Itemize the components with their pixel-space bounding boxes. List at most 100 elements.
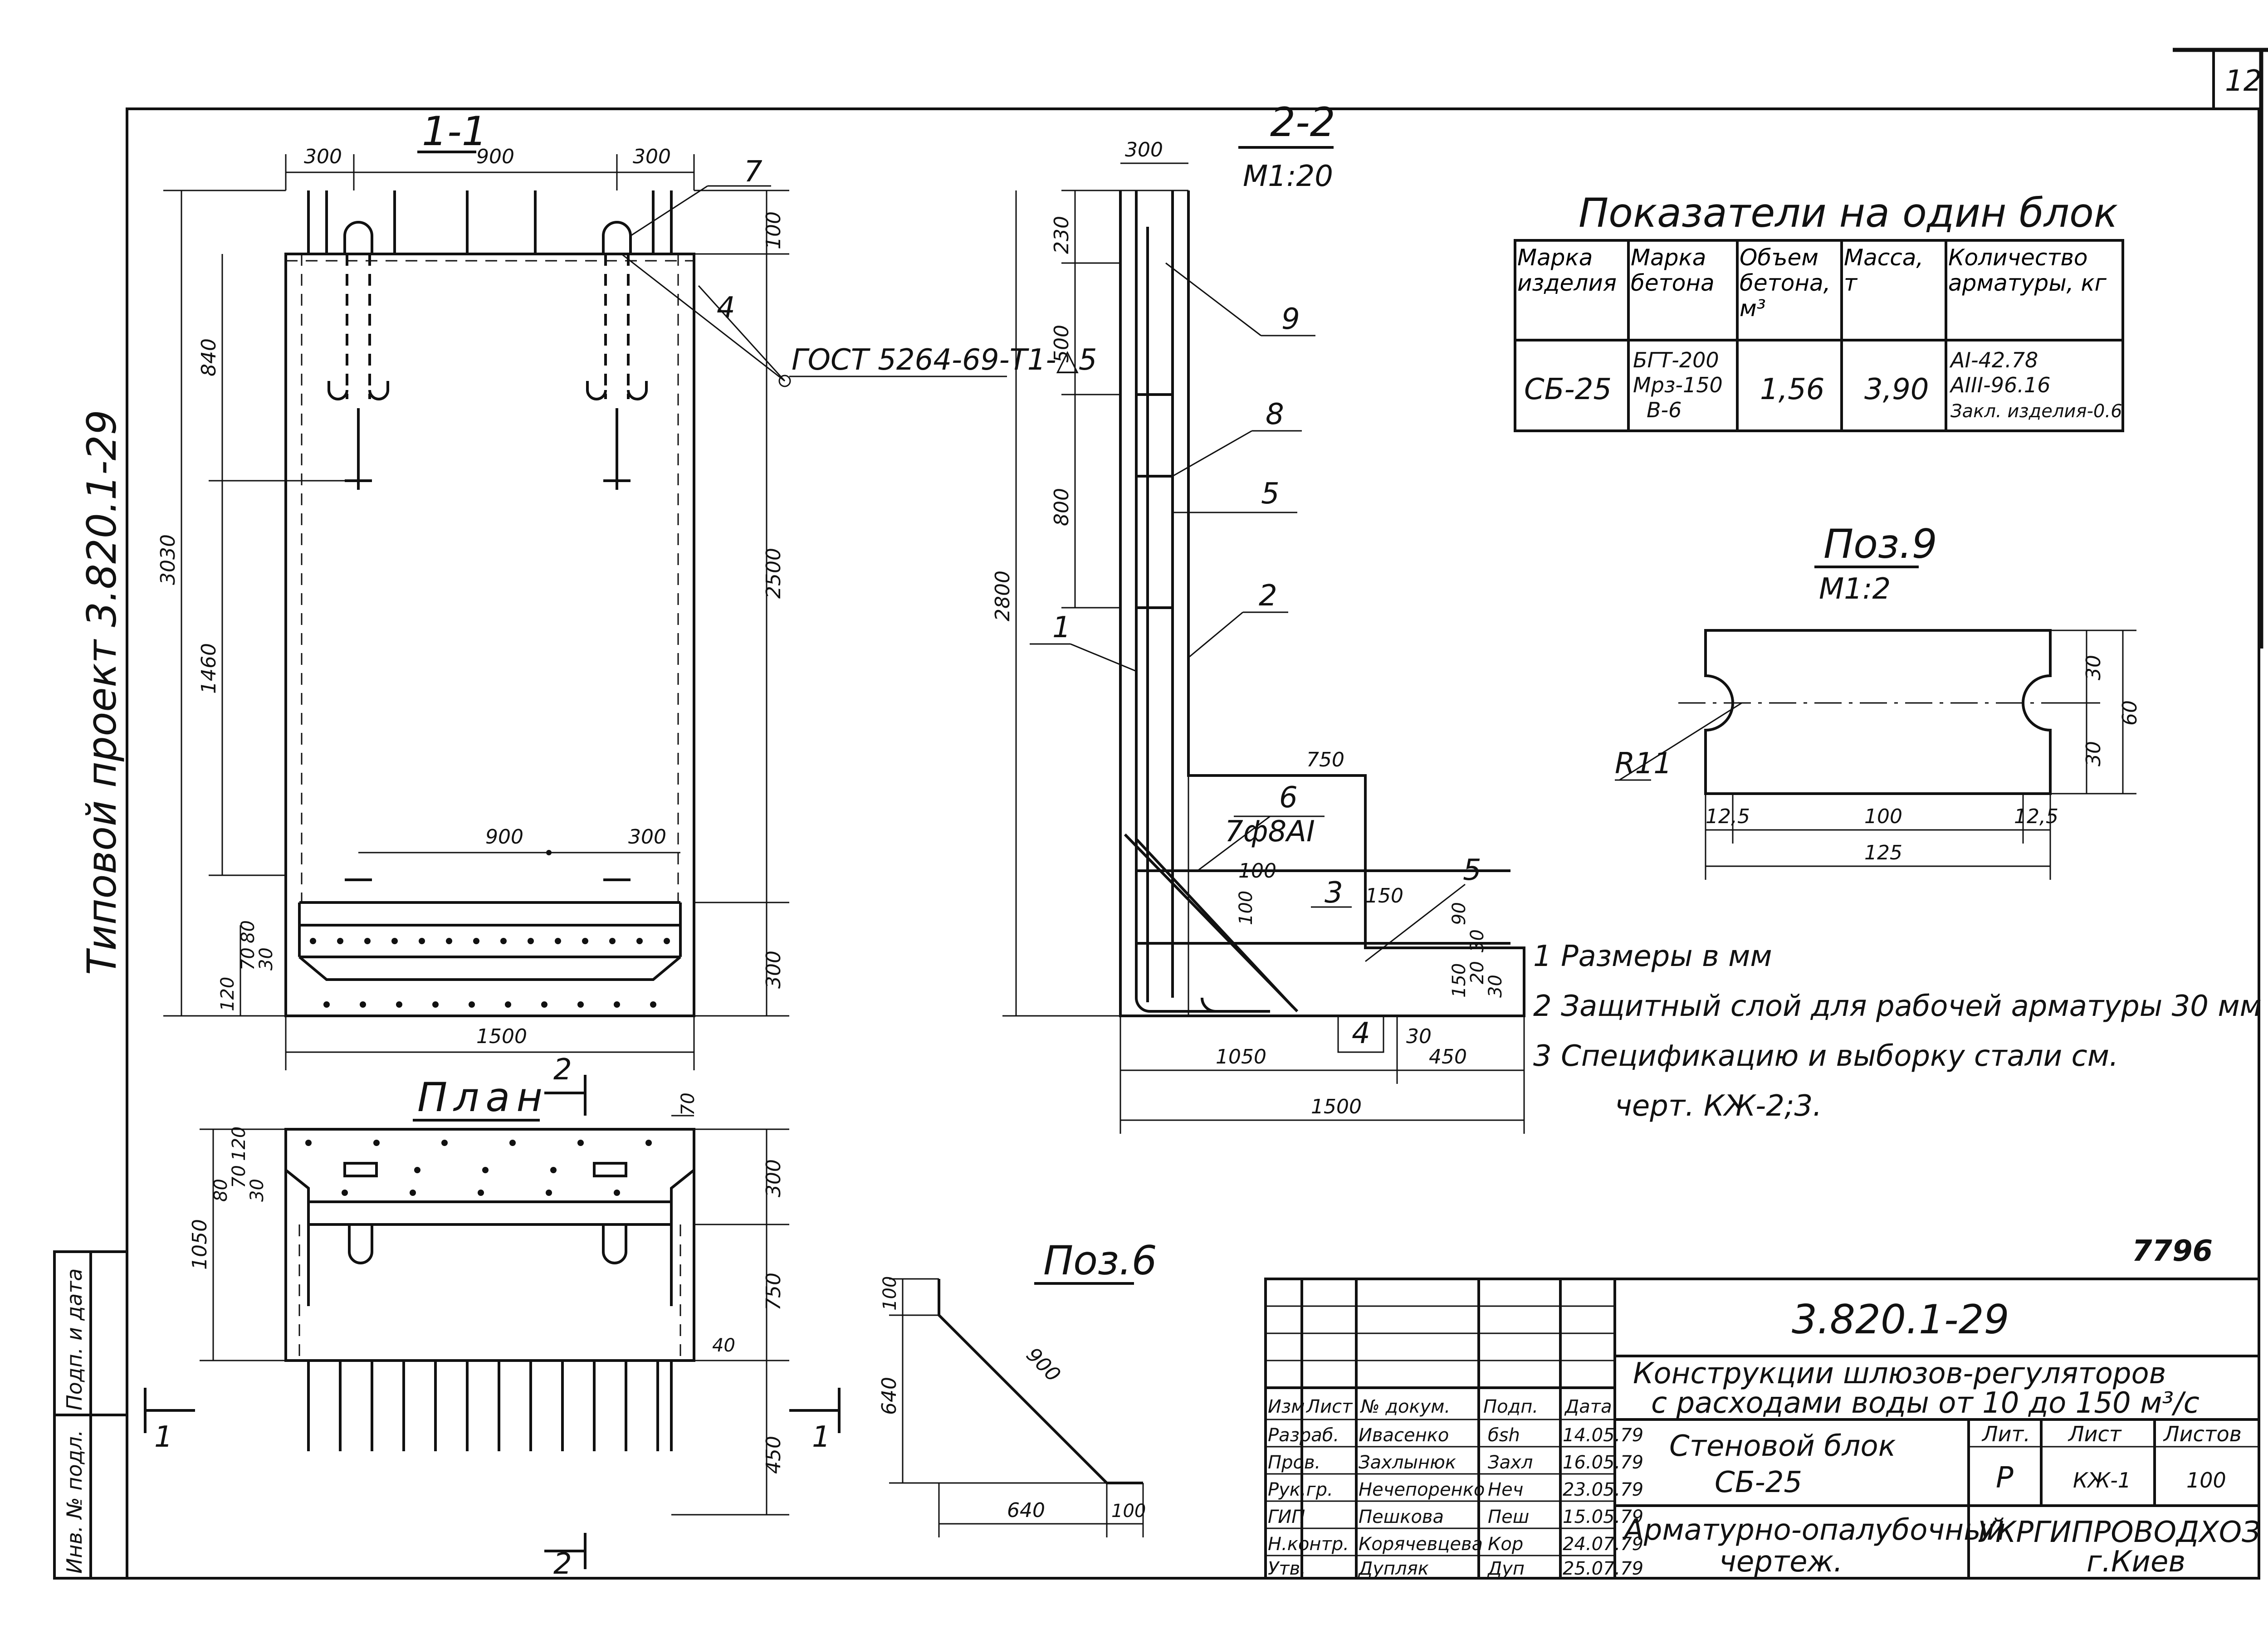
- tb-role-5: Утв.: [1268, 1558, 1306, 1579]
- dim-2-2-left-0: 230: [1050, 216, 1073, 254]
- dim-1-1-left-1: 1460: [197, 643, 220, 694]
- tb-city: г.Киев: [2087, 1545, 2185, 1579]
- dim-1-1-bl-0: 120: [217, 977, 238, 1011]
- callout-9: 9: [1281, 302, 1300, 336]
- tb-date-4: 24.07.79: [1563, 1534, 1643, 1555]
- indicators-title: Показатели на один блок: [1579, 190, 2118, 236]
- tb-sheet-header: Лист: [2068, 1422, 2122, 1446]
- tb-name-4: Корячевцева: [1359, 1534, 1483, 1555]
- row-concrete-1: Мрз-150: [1633, 373, 1723, 397]
- plan-dim-left-3: 30: [247, 1179, 268, 1202]
- dim-2-2-30c: 30: [1406, 1025, 1432, 1048]
- sheet-number: 12: [2225, 64, 2262, 98]
- callout-5b: 5: [1463, 854, 1481, 887]
- pos9-dim-bottom-2: 12,5: [2014, 805, 2058, 828]
- tb-role-4: Н.контр.: [1268, 1534, 1349, 1555]
- pos6-title: Поз.6: [1043, 1237, 1157, 1284]
- note-2: 2 Защитный слой для рабочей арматуры 30 …: [1533, 990, 2262, 1023]
- dim-1-1-top-1: 900: [476, 145, 514, 168]
- row-rebar-2: Закл. изделия-0.6: [1950, 401, 2122, 422]
- dim-1-1-bl-3: 30: [256, 947, 277, 971]
- tb-col-list: Лист: [1305, 1396, 1353, 1417]
- plan-dim-left-2: 80: [210, 1179, 231, 1202]
- side-sign-date-label: Подп. и дата: [62, 1268, 87, 1410]
- header-mark: Марка изделия: [1517, 245, 1617, 296]
- tb-sheets-header: Листов: [2163, 1422, 2242, 1446]
- plan-dim-left-1: 70: [229, 1165, 249, 1188]
- dim-2-2-30a: 30: [1467, 929, 1488, 952]
- header-mass: Масса, т: [1844, 245, 1924, 296]
- tb-date-5: 25.07.79: [1563, 1558, 1643, 1579]
- pos9-dim-right-0: 30: [2082, 655, 2105, 680]
- dim-1-1-top-2: 300: [633, 145, 671, 168]
- dim-2-2-100b: 100: [1236, 891, 1256, 925]
- pos6-dim-1: 640: [878, 1377, 901, 1415]
- callout-2: 2: [1259, 579, 1277, 613]
- plan-section-mark-left: 1: [154, 1420, 173, 1454]
- callout-1: 1: [1052, 611, 1071, 644]
- pos6-dim-2: 900: [1022, 1343, 1065, 1386]
- note-3: 3 Спецификацию и выборку стали см.: [1533, 1039, 2118, 1073]
- dim-1-1-inner-0: 900: [485, 825, 523, 849]
- dim-2-2-20: 20: [1467, 961, 1488, 984]
- tb-role-1: Пров.: [1268, 1452, 1320, 1473]
- dim-2-2-150a: 150: [1365, 884, 1403, 907]
- tb-drawing: Арматурно-опалубочный: [1622, 1513, 2005, 1547]
- bottom-rebar-dots: [310, 938, 670, 1008]
- tb-sign-1: Захл: [1488, 1452, 1533, 1473]
- callout-6: 6: [1279, 781, 1298, 815]
- pos6-dim-4: 100: [1111, 1501, 1146, 1522]
- row-rebar-0: АI-42.78: [1949, 348, 2038, 372]
- tb-col-izm: Изм: [1268, 1396, 1305, 1417]
- callout-5a: 5: [1261, 477, 1280, 511]
- tb-col-doc: № докум.: [1360, 1396, 1450, 1417]
- header-volume: Объем бетона, м³: [1740, 245, 1831, 322]
- tb-sign-5: Дуп: [1487, 1558, 1525, 1579]
- row-mark: СБ-25: [1524, 373, 1612, 406]
- section-2-2-scale: М1:20: [1243, 160, 1333, 193]
- tb-project: Конструкции шлюзов-регуляторов: [1633, 1357, 2166, 1390]
- lifting-loops: [327, 221, 648, 490]
- dim-1-1-bl-2: 80: [238, 920, 259, 943]
- tb-sign-2: Неч: [1488, 1479, 1523, 1500]
- dim-2-2-750: 750: [1306, 748, 1344, 771]
- tb-name-1: Захлынюк: [1359, 1452, 1456, 1473]
- plan-dim-right-0: 300: [762, 1159, 785, 1197]
- weld-note: ГОСТ 5264-69-Т1-△5: [792, 343, 1097, 377]
- notes: 1 Размеры в мм 2 Защитный слой для рабоч…: [1533, 940, 2262, 1123]
- dim-2-2-150b: 150: [1449, 963, 1470, 998]
- callout-8: 8: [1266, 398, 1284, 431]
- pos9-title: Поз.9: [1823, 521, 1937, 567]
- dim-1-1-right-0: 100: [762, 211, 785, 249]
- plan-dim-right-2: 40: [712, 1335, 735, 1356]
- pos9-detail: Поз.9 М1:2 R11 30 30 60 12,5 100 12,5 12…: [1615, 521, 2141, 880]
- tb-role-3: ГИП: [1268, 1507, 1305, 1527]
- plan-view: План 2: [144, 1053, 841, 1581]
- tb-project-2: с расходами воды от 10 до 150 м³/с: [1651, 1386, 2200, 1420]
- plan-dim-right-1: 750: [762, 1273, 785, 1311]
- callout-4: 4: [717, 291, 735, 325]
- pos9-dim-right-2: 60: [2118, 700, 2141, 726]
- pos6-dim-0: 100: [880, 1276, 900, 1311]
- callout-3: 3: [1325, 876, 1343, 910]
- plan-dim-left-0: 120: [229, 1127, 249, 1161]
- tb-stage-header: Лит.: [1981, 1422, 2030, 1446]
- tb-stage: Р: [1996, 1461, 2014, 1495]
- dim-1-1-right-1: 2500: [762, 548, 785, 599]
- section-1-1: 1-1: [156, 108, 1097, 1070]
- plan-dots: [305, 1140, 652, 1196]
- pos9-dim-bottom-0: 12,5: [1706, 805, 1750, 828]
- tb-sheets: 100: [2186, 1468, 2226, 1493]
- dim-2-2-30b: 30: [1485, 975, 1506, 998]
- tb-item-code: СБ-25: [1715, 1466, 1802, 1499]
- tb-date-3: 15.05.79: [1563, 1507, 1643, 1527]
- dim-1-1-left-0: 840: [197, 338, 220, 376]
- dim-2-2-bottom-1: 450: [1429, 1045, 1467, 1068]
- pos9-radius: R11: [1615, 747, 1672, 780]
- tb-col-date: Дата: [1564, 1396, 1612, 1417]
- dim-2-2-left-2: 800: [1050, 488, 1073, 526]
- dim-2-2-bottom-0: 1050: [1216, 1045, 1266, 1068]
- pos6-dim-3: 640: [1007, 1499, 1045, 1522]
- sheet-frame: 12: [126, 48, 2268, 1580]
